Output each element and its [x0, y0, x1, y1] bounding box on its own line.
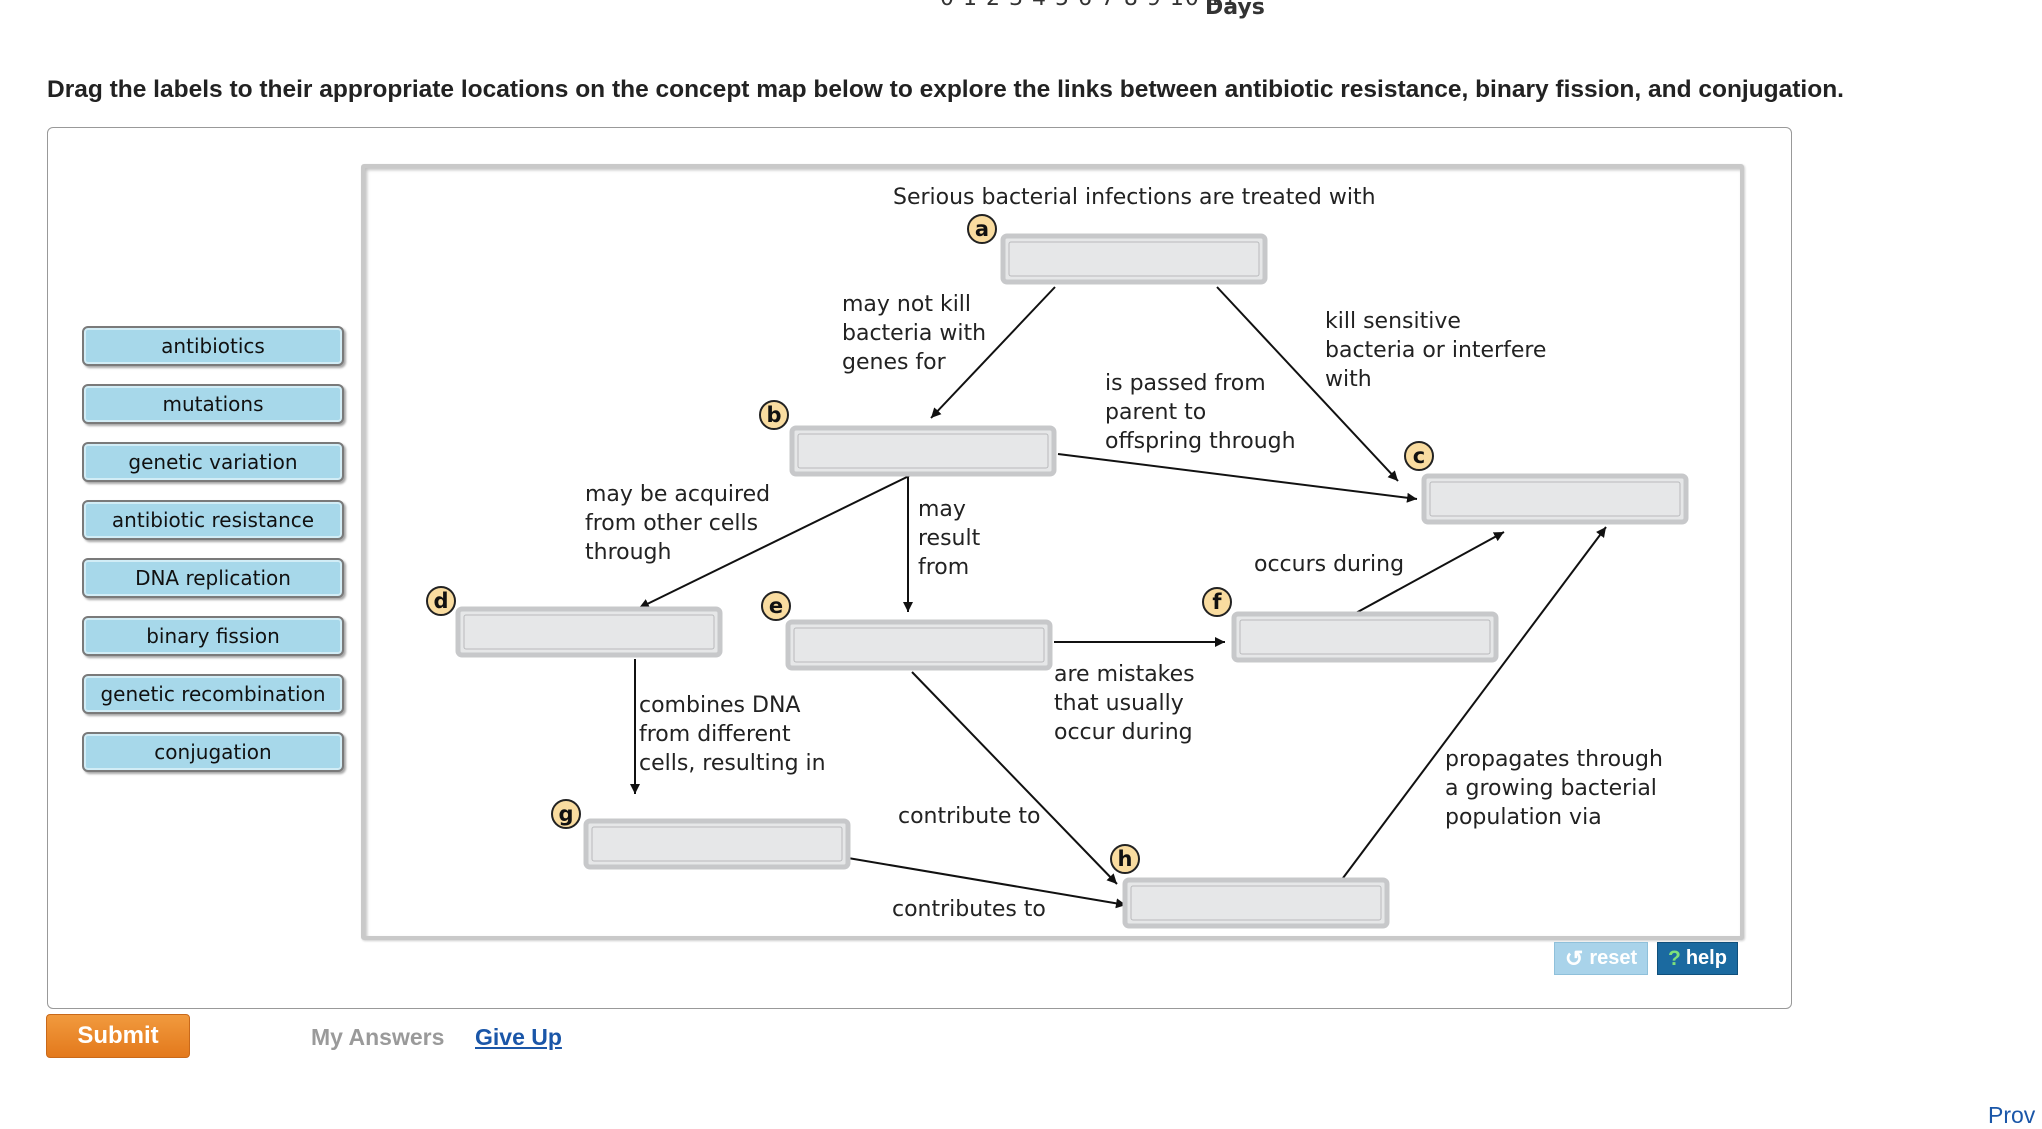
marker-b: b [759, 400, 789, 430]
marker-g: g [551, 799, 581, 829]
link-text-h-c: propagates through a growing bacterial p… [1445, 747, 1663, 830]
concept-map: Serious bacterial infections are treated… [361, 164, 1744, 940]
reset-button[interactable]: ↺ reset [1554, 942, 1648, 975]
drag-label-antibiotic-resistance[interactable]: antibiotic resistance [82, 500, 344, 540]
drag-label-dna-replication[interactable]: DNA replication [82, 558, 344, 598]
arrow-h-to-c [1342, 526, 1607, 879]
svg-text:genes for: genes for [842, 350, 947, 375]
map-top-text: Serious bacterial infections are treated… [893, 185, 1376, 210]
svg-text:c: c [1413, 444, 1425, 468]
marker-e: e [761, 591, 791, 621]
svg-text:from other cells: from other cells [585, 511, 758, 536]
svg-text:result: result [918, 526, 981, 551]
drop-zone-f[interactable] [1231, 611, 1499, 663]
marker-d: d [426, 586, 456, 616]
svg-text:h: h [1118, 847, 1133, 871]
drop-zone-c[interactable] [1421, 473, 1689, 525]
svg-text:bacteria or interfere: bacteria or interfere [1325, 338, 1546, 363]
link-text-a-c: kill sensitive bacteria or interfere wit… [1325, 309, 1546, 392]
link-text-e-f: are mistakes that usually occur during [1054, 662, 1195, 745]
drop-zone-g[interactable] [583, 818, 851, 870]
svg-text:cells, resulting in: cells, resulting in [639, 751, 826, 776]
drag-label-binary-fission[interactable]: binary fission [82, 616, 344, 656]
svg-text:through: through [585, 540, 671, 565]
arrow-e-to-h [911, 671, 1118, 885]
svg-text:bacteria with: bacteria with [842, 321, 986, 346]
svg-text:f: f [1212, 590, 1222, 614]
svg-text:may: may [918, 497, 966, 522]
axis-fragment: 0 1 2 3 4 5 6 7 8 9 10 11 Days [940, 0, 1540, 46]
marker-h: h [1110, 844, 1140, 874]
drop-zone-d[interactable] [455, 606, 723, 658]
drag-label-genetic-recombination[interactable]: genetic recombination [82, 674, 344, 714]
svg-text:may be acquired: may be acquired [585, 482, 770, 507]
instructions-text: Drag the labels to their appropriate loc… [47, 76, 1844, 103]
svg-text:from different: from different [639, 722, 791, 747]
link-text-g-h: contributes to [892, 897, 1046, 922]
drop-zone-h[interactable] [1122, 877, 1390, 929]
svg-text:a growing bacterial: a growing bacterial [1445, 776, 1657, 801]
svg-text:population via: population via [1445, 805, 1602, 830]
svg-text:from: from [918, 555, 969, 580]
svg-text:occurs during: occurs during [1254, 552, 1404, 577]
arrow-a-to-c [1216, 286, 1399, 482]
svg-text:contribute to: contribute to [898, 804, 1040, 829]
drag-label-antibiotics[interactable]: antibiotics [82, 326, 344, 366]
svg-text:b: b [766, 403, 781, 427]
link-text-a-b: may not kill bacteria with genes for [842, 292, 986, 375]
concept-map-canvas: Serious bacterial infections are treated… [426, 185, 1689, 929]
arrow-a-to-b [930, 286, 1056, 419]
link-text-e-h: contribute to [898, 804, 1040, 829]
arrow-b-to-c [1057, 453, 1418, 503]
marker-c: c [1404, 441, 1434, 471]
svg-text:are mistakes: are mistakes [1054, 662, 1195, 687]
svg-text:is passed from: is passed from [1105, 371, 1266, 396]
svg-text:that usually: that usually [1054, 691, 1184, 716]
drop-zone-e[interactable] [785, 619, 1053, 671]
give-up-link[interactable]: Give Up [475, 1024, 562, 1050]
svg-text:may not kill: may not kill [842, 292, 971, 317]
arrow-b-to-d [638, 475, 910, 609]
drag-label-genetic-variation[interactable]: genetic variation [82, 442, 344, 482]
my-answers-link[interactable]: My Answers [311, 1024, 445, 1050]
reset-button-label: reset [1589, 947, 1638, 969]
drag-label-mutations[interactable]: mutations [82, 384, 344, 424]
link-text-d-g: combines DNA from different cells, resul… [639, 693, 826, 776]
svg-text:d: d [433, 589, 448, 613]
help-button[interactable]: ? help [1657, 942, 1738, 975]
arrow-f-to-c [1353, 531, 1505, 615]
marker-a: a [967, 214, 997, 244]
drop-zone-a[interactable] [1000, 233, 1268, 285]
drag-label-conjugation[interactable]: conjugation [82, 732, 344, 772]
svg-text:a: a [975, 217, 989, 241]
axis-tick-labels: 0 1 2 3 4 5 6 7 8 9 10 11 [940, 0, 1238, 11]
svg-text:propagates through: propagates through [1445, 747, 1663, 772]
svg-text:contributes to: contributes to [892, 897, 1046, 922]
svg-text:g: g [558, 802, 573, 826]
svg-text:occur during: occur during [1054, 720, 1193, 745]
link-text-b-c: is passed from parent to offspring throu… [1105, 371, 1296, 454]
axis-title: Days [1205, 0, 1265, 20]
svg-text:parent to: parent to [1105, 400, 1206, 425]
help-button-label: help [1685, 947, 1727, 969]
reset-arrow-icon: ↺ [1564, 945, 1584, 971]
marker-f: f [1202, 587, 1232, 617]
corner-link[interactable]: Prov [1988, 1102, 2036, 1128]
svg-text:with: with [1325, 367, 1372, 392]
link-text-f-c: occurs during [1254, 552, 1404, 577]
svg-text:combines DNA: combines DNA [639, 693, 800, 718]
arrow-g-to-h [847, 857, 1127, 909]
drop-zone-b[interactable] [789, 425, 1057, 477]
svg-text:offspring through: offspring through [1105, 429, 1296, 454]
link-text-b-e: may result from [918, 497, 981, 580]
link-text-b-d: may be acquired from other cells through [585, 482, 770, 565]
svg-text:kill sensitive: kill sensitive [1325, 309, 1461, 334]
question-mark-icon: ? [1668, 946, 1681, 970]
svg-text:e: e [769, 594, 783, 618]
submit-button[interactable]: Submit [46, 1014, 190, 1058]
